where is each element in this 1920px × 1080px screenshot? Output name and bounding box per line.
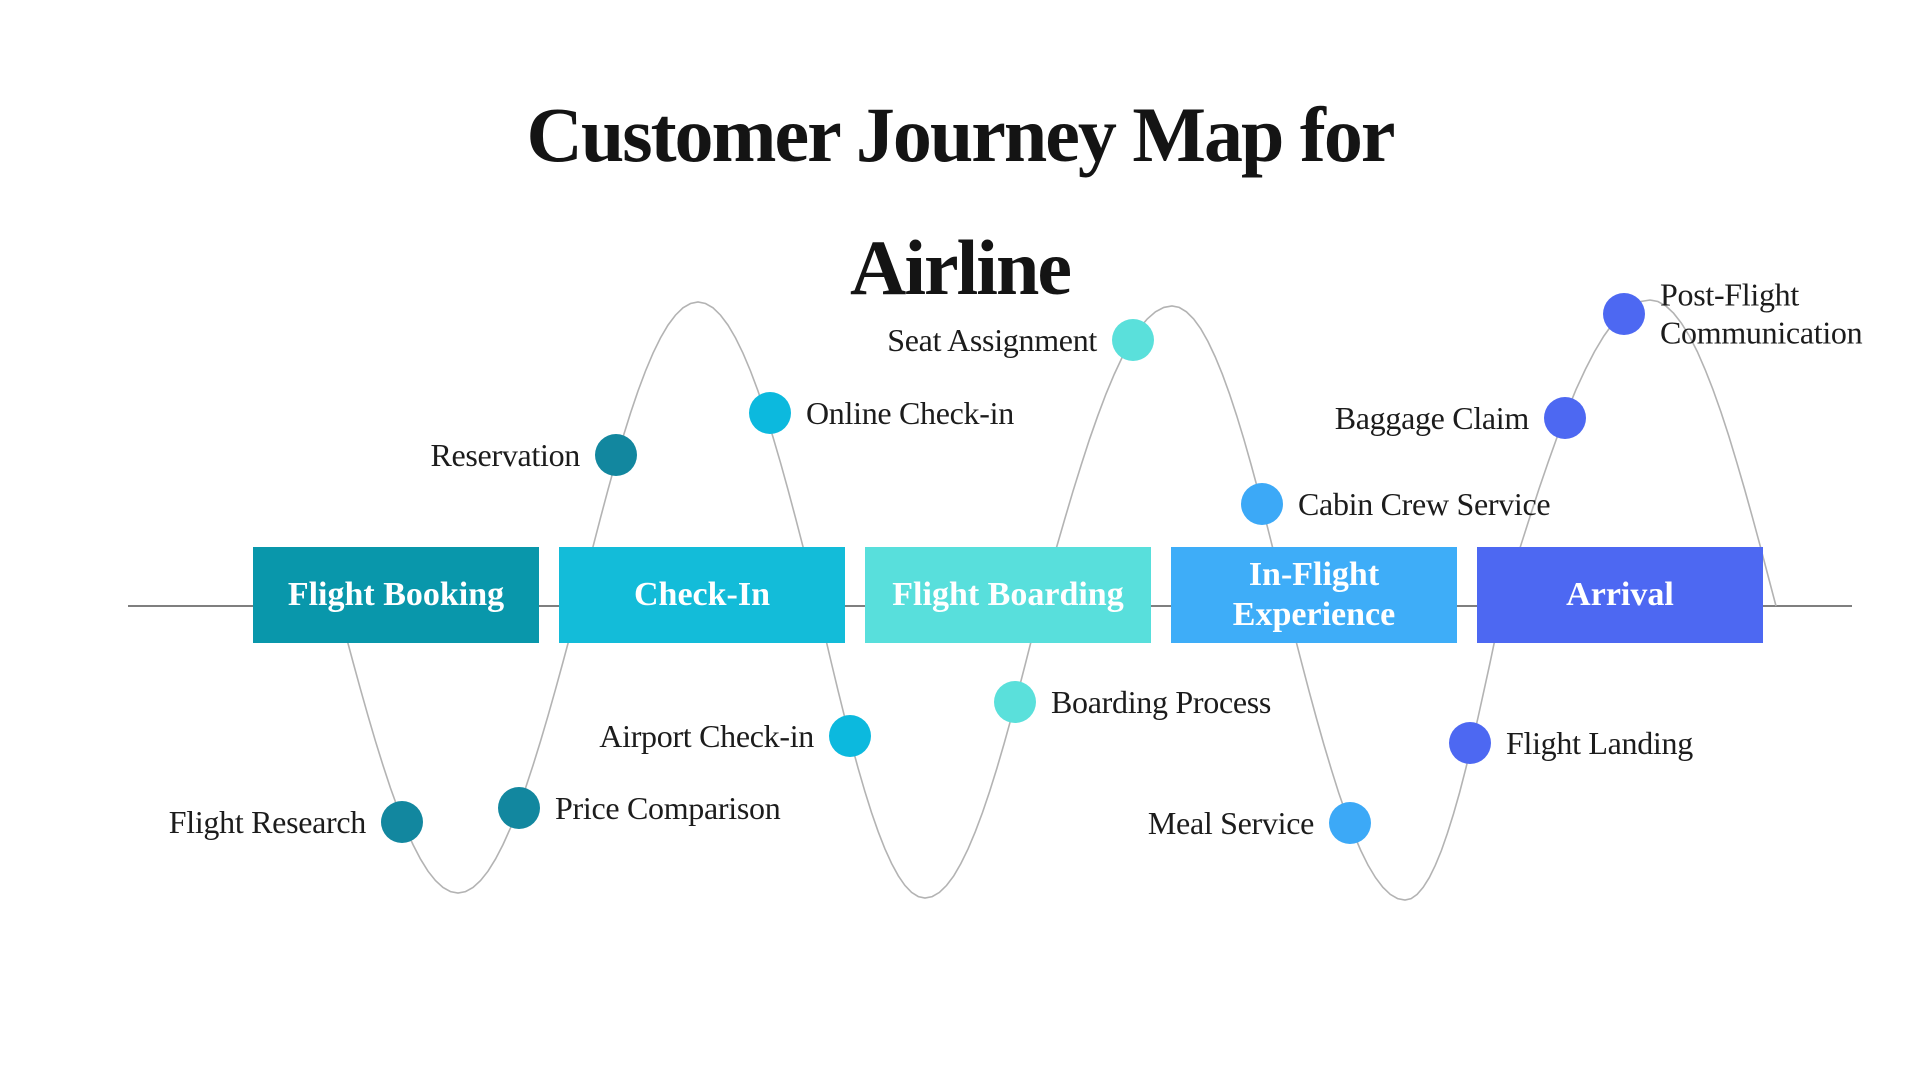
page-title-line1: Customer Journey Map for: [526, 91, 1396, 178]
page-title-line2: Airline: [850, 224, 1072, 311]
stage-box-arrival: Arrival: [1477, 547, 1763, 643]
touchpoint-dot-seat-assignment: [1112, 319, 1154, 361]
stage-label: In-Flight Experience: [1232, 555, 1396, 633]
stage-label: Check-In: [633, 575, 771, 613]
stage-box-in-flight-experience: In-Flight Experience: [1171, 547, 1457, 643]
stage-box-check-in: Check-In: [559, 547, 845, 643]
touchpoint-dot-post-flight-communication: [1603, 293, 1645, 335]
touchpoint-label-boarding-process: Boarding Process: [1051, 683, 1272, 720]
page-title: Customer Journey Map for Airline: [0, 68, 1920, 334]
touchpoint-dot-online-check-in: [749, 392, 791, 434]
touchpoint-dot-reservation: [595, 434, 637, 476]
stage-box-flight-boarding: Flight Boarding: [865, 547, 1151, 643]
stage-label: Flight Boarding: [892, 575, 1124, 613]
touchpoint-dot-airport-check-in: [829, 715, 871, 757]
touchpoint-label-meal-service: Meal Service: [1147, 804, 1314, 841]
touchpoint-dot-baggage-claim: [1544, 397, 1586, 439]
touchpoint-dot-cabin-crew-service: [1241, 483, 1283, 525]
touchpoint-dot-flight-research: [381, 801, 423, 843]
touchpoint-label-flight-landing: Flight Landing: [1506, 724, 1693, 761]
stage-label: Flight Booking: [287, 575, 505, 613]
touchpoint-dot-meal-service: [1329, 802, 1371, 844]
touchpoint-label-cabin-crew-service: Cabin Crew Service: [1298, 485, 1551, 522]
touchpoint-label-flight-research: Flight Research: [168, 803, 367, 840]
touchpoint-label-post-flight-communication: Post-Flight Communication: [1660, 276, 1863, 351]
touchpoint-dot-boarding-process: [994, 681, 1036, 723]
stage-box-flight-booking: Flight Booking: [253, 547, 539, 643]
touchpoint-label-seat-assignment: Seat Assignment: [887, 321, 1097, 358]
touchpoint-label-price-comparison: Price Comparison: [555, 789, 781, 826]
touchpoint-label-baggage-claim: Baggage Claim: [1334, 399, 1530, 436]
touchpoint-dot-flight-landing: [1449, 722, 1491, 764]
touchpoint-label-online-check-in: Online Check-in: [806, 394, 1014, 431]
touchpoint-label-airport-check-in: Airport Check-in: [599, 717, 814, 754]
stage-label: Arrival: [1566, 575, 1674, 613]
touchpoint-dot-price-comparison: [498, 787, 540, 829]
touchpoint-label-reservation: Reservation: [430, 436, 580, 473]
